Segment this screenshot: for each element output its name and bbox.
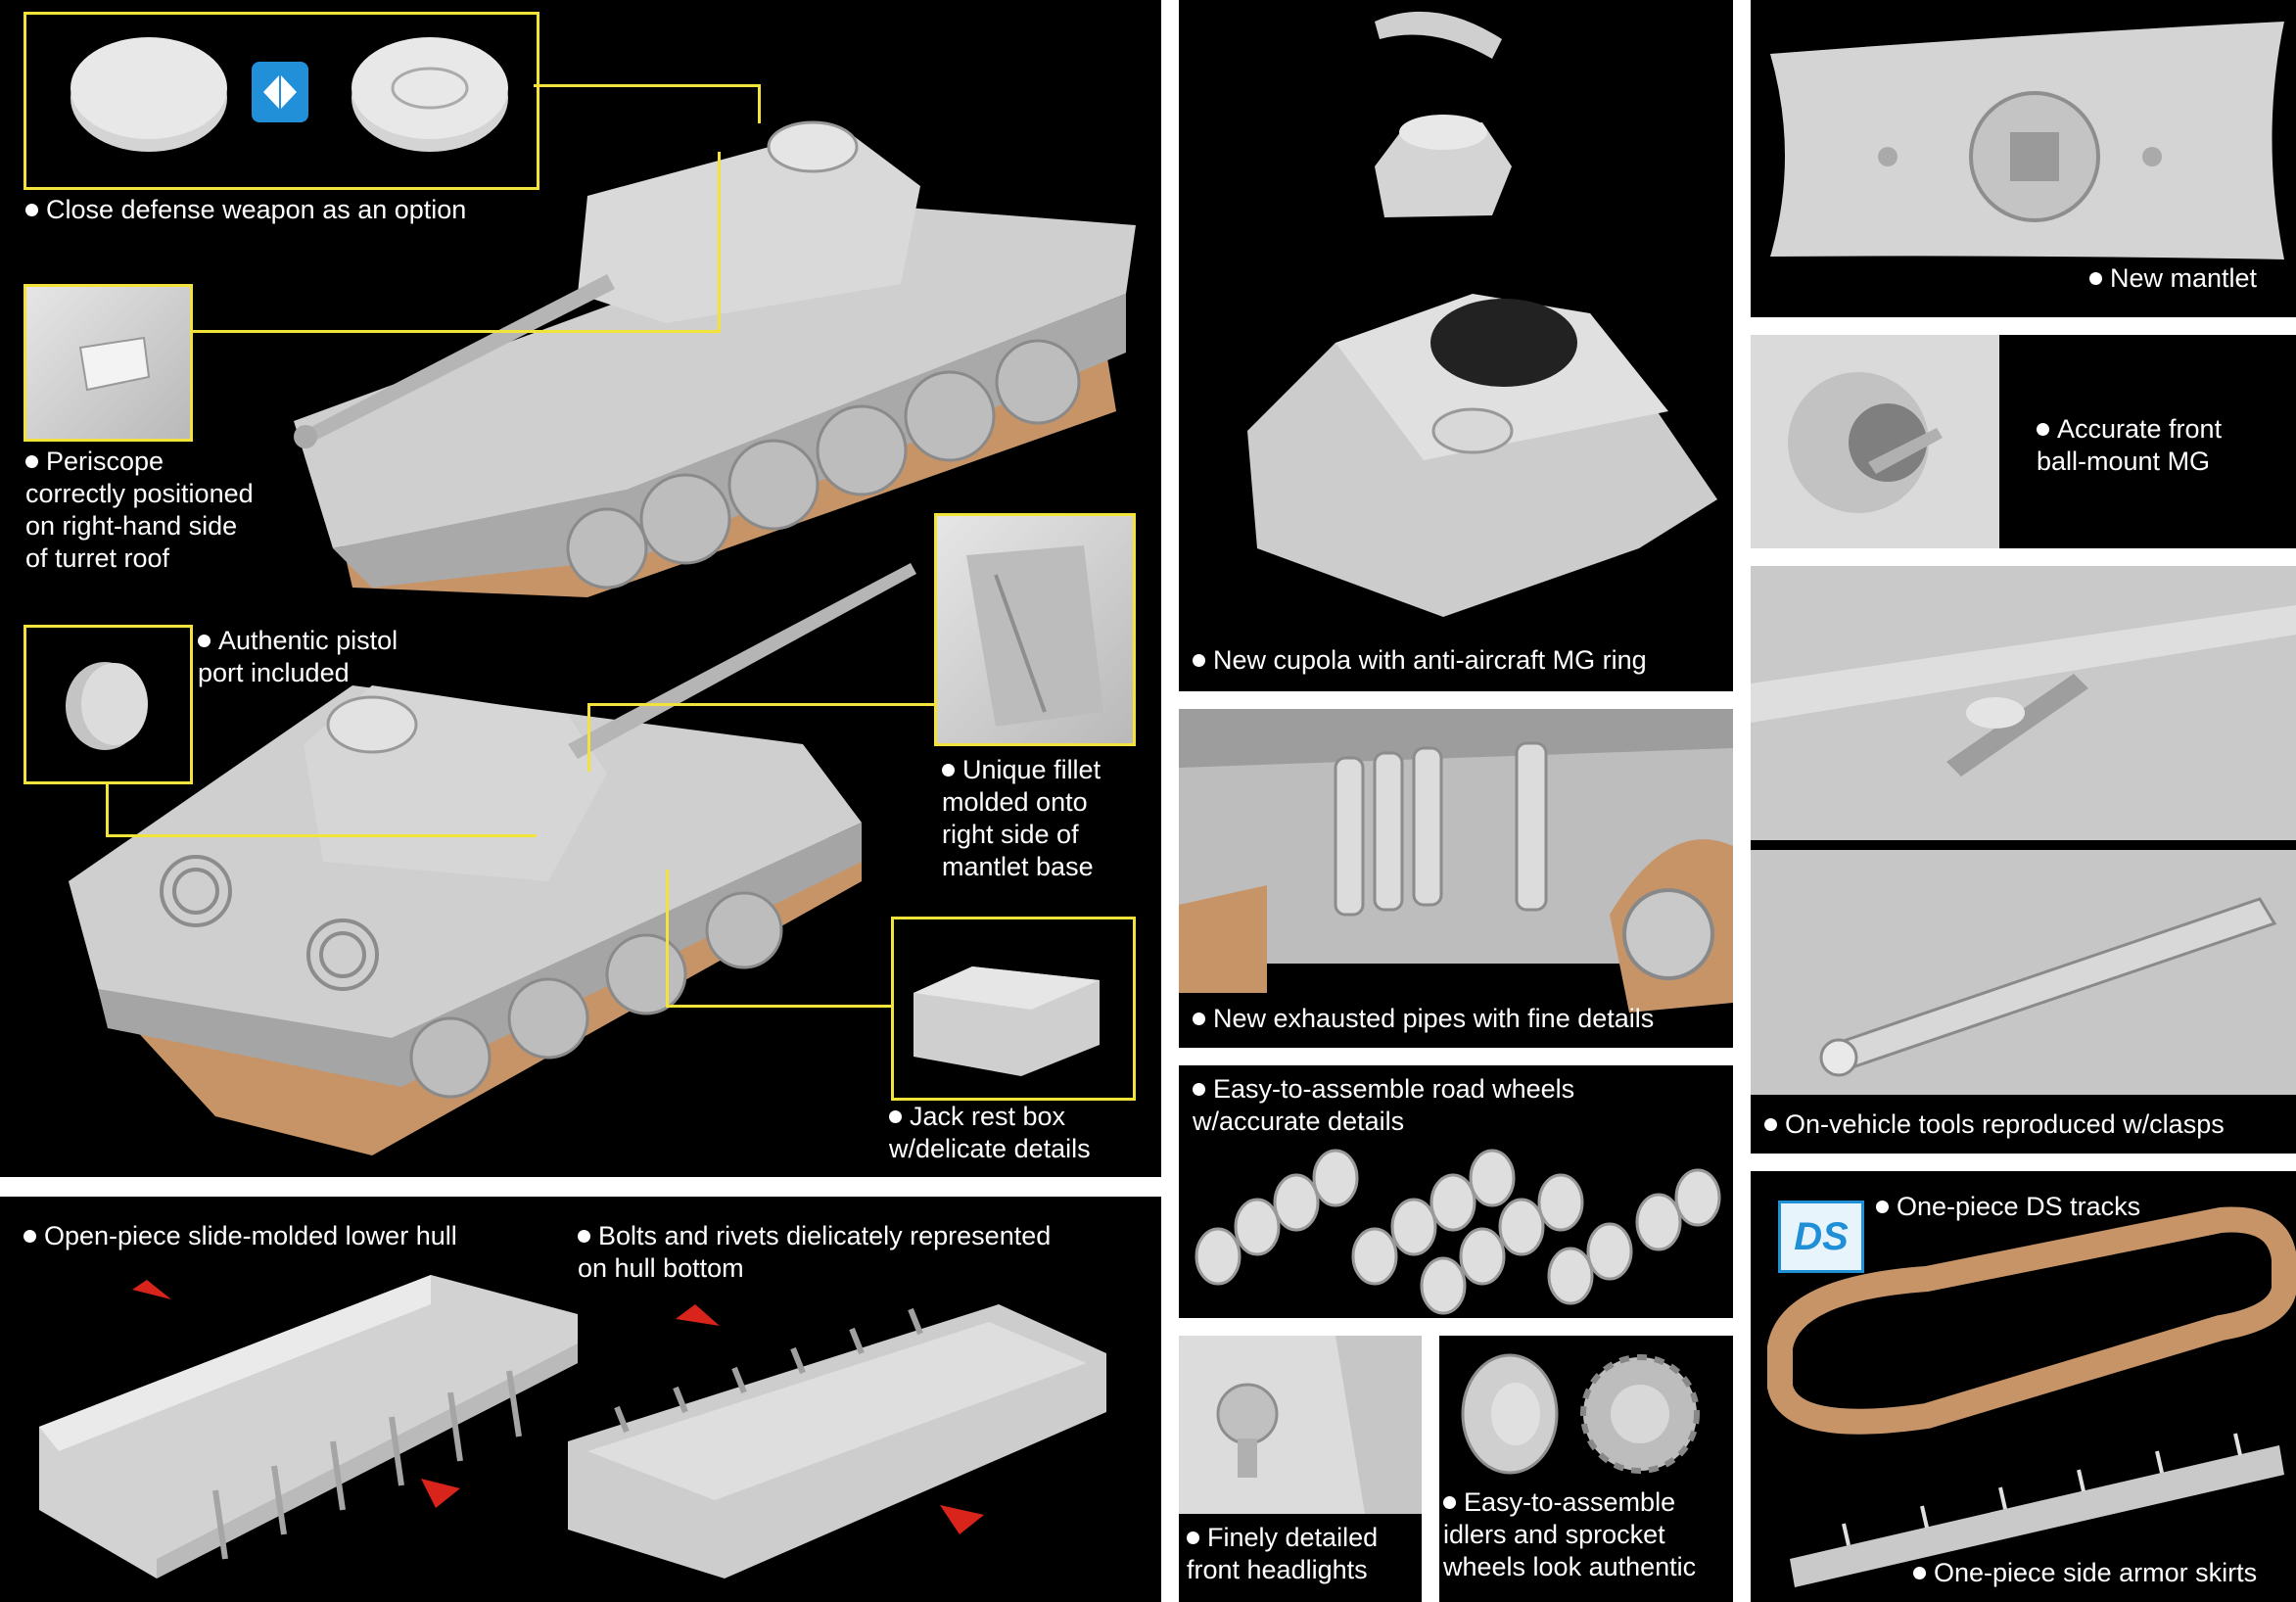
road-wheels-illustration [1195, 1149, 1721, 1315]
swap-icon [252, 62, 308, 122]
caption-pistol-port: Authentic pistol port included [198, 626, 398, 687]
road-wheels-panel: Easy-to-assemble road wheels w/accurate … [1179, 1065, 1733, 1318]
upper-tank-hull [294, 206, 1136, 548]
lower-hull-illustrations [39, 1275, 1106, 1578]
upper-tank-wheels [566, 339, 1081, 589]
red-arrow-icon [421, 1479, 460, 1508]
caption-lower-hull: Open-piece slide-molded lower hull [23, 1220, 457, 1252]
ds-logo-text: DS [1794, 1214, 1849, 1258]
caption-bolts: Bolts and rivets dielicately represented… [578, 1221, 1052, 1283]
caption-close-defense: Close defense weapon as an option [25, 194, 466, 226]
caption-headlights: Finely detailed front headlights [1187, 1523, 1379, 1584]
pistol-port-inset [23, 625, 193, 784]
headlight-illustration [1216, 1336, 1422, 1514]
cupola-illustration [1247, 11, 1717, 617]
main-tank-panel: Close defense weapon as an option Perisc… [0, 0, 1161, 1177]
exhaust-illustration [1179, 709, 1733, 1013]
exhaust-panel: New exhausted pipes with fine details [1179, 709, 1733, 1048]
caption-fillet: Unique fillet molded onto right side of … [942, 755, 1101, 881]
caption-road-wheels: Easy-to-assemble road wheels w/accurate … [1193, 1074, 1575, 1136]
cupola-panel: New cupola with anti-aircraft MG ring [1179, 0, 1733, 691]
jack-box-inset [891, 917, 1136, 1101]
fillet-inset [934, 513, 1136, 746]
caption-tools: On-vehicle tools reproduced w/clasps [1764, 1108, 2225, 1141]
upper-tank-gun [304, 274, 615, 443]
headlights-panel: Finely detailed front headlights [1179, 1336, 1422, 1602]
caption-mantlet: New mantlet [2089, 262, 2257, 295]
caption-exhaust: New exhausted pipes with fine details [1193, 1003, 1654, 1035]
ball-mount-panel: Accurate front ball-mount MG [1751, 335, 2296, 548]
red-arrow-icon [132, 1280, 171, 1299]
ball-mount-illustration [1788, 372, 1943, 513]
close-defense-inset [23, 12, 539, 190]
tracks-skirts-illustration [1767, 1206, 2296, 1587]
tracks-skirts-panel: DS One-piece DS tracks One-piece side ar… [1751, 1171, 2296, 1602]
caption-cupola: New cupola with anti-aircraft MG ring [1193, 644, 1647, 677]
caption-ball-mount: Accurate front ball-mount MG [2037, 414, 2223, 476]
caption-jack-box: Jack rest box w/delicate details [889, 1102, 1091, 1163]
caption-skirts: One-piece side armor skirts [1913, 1557, 2257, 1589]
tools-panel: On-vehicle tools reproduced w/clasps [1751, 566, 2296, 1154]
ds-logo: DS [1778, 1201, 1864, 1273]
idler-sprocket-illustration [1461, 1353, 1700, 1475]
lower-tank-gun [568, 563, 916, 759]
periscope-inset [23, 284, 193, 442]
red-arrow-icon [940, 1505, 984, 1534]
caption-ds-tracks: One-piece DS tracks [1876, 1191, 2140, 1223]
mantlet-illustration [1770, 22, 2284, 259]
tank-illustrations [69, 120, 1136, 1155]
mantlet-panel: New mantlet [1751, 0, 2296, 317]
caption-idlers: Easy-to-assemble idlers and sprocket whe… [1443, 1487, 1697, 1581]
tools-illustration [1751, 605, 2296, 1077]
red-arrow-icon [676, 1304, 720, 1326]
upper-tank-turret [578, 127, 920, 323]
caption-periscope: Periscope correctly positioned on right-… [25, 447, 254, 573]
idlers-panel: Easy-to-assemble idlers and sprocket whe… [1439, 1336, 1733, 1602]
lower-hull-panel: Open-piece slide-molded lower hull Bolts… [0, 1197, 1161, 1602]
